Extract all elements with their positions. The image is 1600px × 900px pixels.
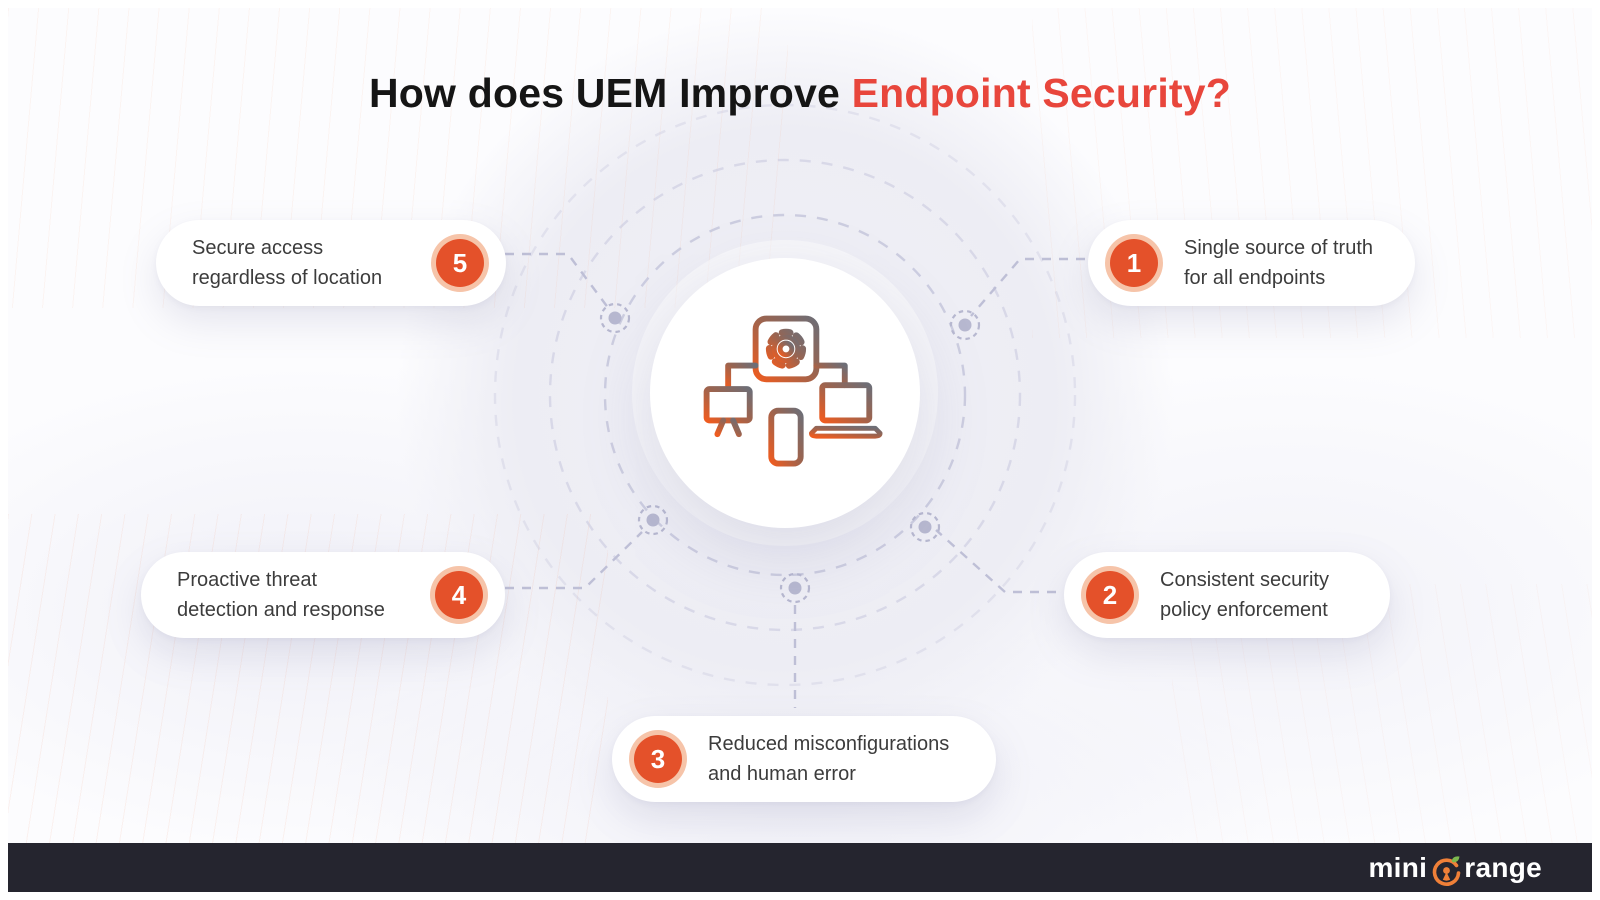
miniorange-logo: mini range bbox=[1368, 848, 1542, 888]
laptop-icon bbox=[809, 382, 883, 439]
leaf-icon bbox=[1451, 855, 1460, 862]
step-pill-3: 3 Reduced misconfigurations and human er… bbox=[612, 716, 996, 802]
miniorange-keyhole-icon bbox=[1432, 855, 1461, 886]
footer-bar: mini range bbox=[8, 843, 1592, 892]
page-title: How does UEM Improve Endpoint Security? bbox=[8, 70, 1592, 117]
step-1-number-badge: 1 bbox=[1110, 239, 1158, 287]
center-hub-circle bbox=[650, 258, 920, 528]
connector-step-2 bbox=[935, 529, 1056, 594]
step-5-label: Secure access regardless of location bbox=[192, 237, 383, 289]
smartphone-icon bbox=[768, 407, 804, 467]
step-2-label: Consistent security policy enforcement bbox=[1160, 569, 1329, 621]
step-pill-4: Proactive threat detection and response … bbox=[141, 552, 505, 638]
gear-square bbox=[752, 315, 820, 383]
link-to-laptop bbox=[813, 362, 848, 389]
step-1-label: Single source of truth for all endpoints bbox=[1184, 237, 1373, 289]
brand-suffix: range bbox=[1464, 851, 1542, 883]
step-pill-2: 2 Consistent security policy enforcement bbox=[1064, 552, 1390, 638]
desktop-icon bbox=[703, 386, 753, 439]
step-pill-1: 1 Single source of truth for all endpoin… bbox=[1088, 220, 1415, 306]
connector-step-1 bbox=[970, 257, 1085, 317]
connector-step-5 bbox=[505, 252, 610, 310]
link-to-desktop bbox=[725, 362, 759, 393]
uem-gear-devices-icon bbox=[703, 315, 883, 467]
title-highlight: Endpoint Security? bbox=[851, 70, 1232, 116]
step-3-label: Reduced misconfigurations and human erro… bbox=[708, 733, 950, 785]
step-4-label: Proactive threat detection and response bbox=[177, 569, 385, 621]
brand-prefix: mini bbox=[1368, 851, 1428, 883]
step-2-number-badge: 2 bbox=[1086, 571, 1134, 619]
step-pill-5: Secure access regardless of location 5 bbox=[156, 220, 506, 306]
connector-step-4 bbox=[505, 531, 643, 590]
gear-hub bbox=[777, 340, 795, 358]
infographic-canvas: How does UEM Improve Endpoint Security? bbox=[8, 8, 1592, 892]
step-4-number-badge: 4 bbox=[435, 571, 483, 619]
step-5-number-badge: 5 bbox=[436, 239, 484, 287]
title-prefix: How does UEM Improve bbox=[368, 70, 852, 116]
step-3-number-badge: 3 bbox=[634, 735, 682, 783]
gear-teeth bbox=[765, 328, 807, 369]
